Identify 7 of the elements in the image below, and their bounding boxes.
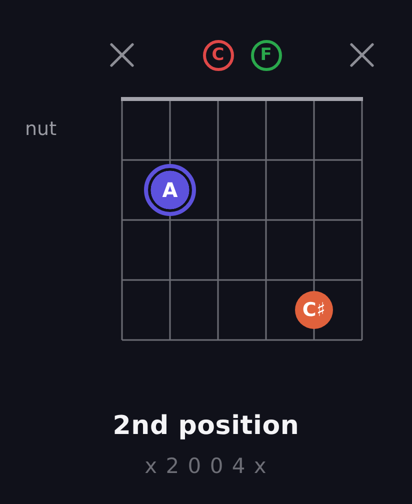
fret-numbers: x 2 0 0 4 x <box>144 455 268 478</box>
chord-title: 2nd position <box>112 412 300 441</box>
nut-label: nut <box>25 119 57 140</box>
finger-dot: C♯ <box>295 291 333 329</box>
open-note-marker: C <box>202 40 234 70</box>
root-finger-dot: A <box>144 164 196 216</box>
open-note-marker: F <box>250 40 282 70</box>
